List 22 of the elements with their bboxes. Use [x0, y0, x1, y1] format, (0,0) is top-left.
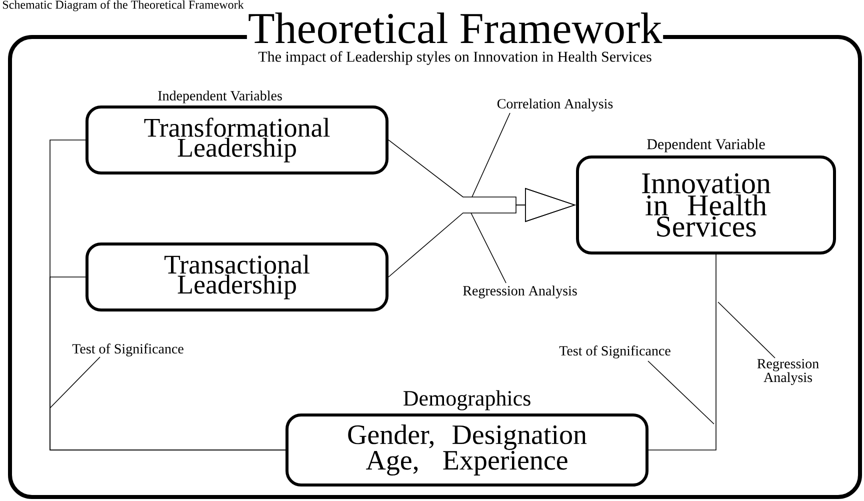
leader-text: Correlation Analysis [497, 98, 613, 112]
leader-text: Regression Analysis [757, 358, 819, 385]
leader-line [470, 212, 506, 284]
leader-line [648, 360, 714, 424]
leader-text: Regression Analysis [463, 286, 577, 298]
subtitle: The impact of Leadership styles on Innovation in Health Services [258, 51, 652, 65]
rounded-box: Transactional Leadership [86, 242, 388, 312]
leader-text: Test of Significance [559, 346, 670, 358]
leader-line [718, 302, 776, 358]
box-heading: Demographics [404, 390, 530, 410]
leader-line [472, 112, 510, 198]
group-heading: Independent Variables [158, 90, 282, 104]
connector [50, 276, 286, 450]
rounded-box: Transformational Leadership [86, 106, 388, 174]
rounded-box: Innovation in Health Services [576, 156, 836, 254]
title: Theoretical Framework [246, 11, 664, 44]
caption: Schematic Diagram of the Theoretical Framework [3, 0, 244, 12]
rounded-box: Gender, Designation Age, Experience [286, 414, 648, 486]
connector [648, 252, 716, 450]
leader-line [50, 356, 100, 408]
leader-text: Test of Significance [72, 344, 184, 356]
box-heading: Dependent Variable [647, 138, 765, 152]
